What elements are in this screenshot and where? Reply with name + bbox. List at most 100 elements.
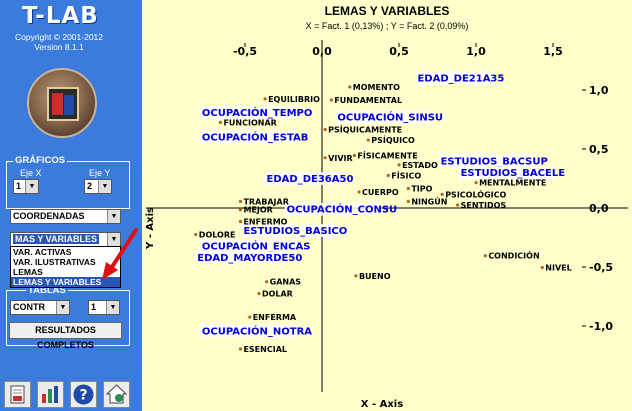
variable-label: OCUPACIÓN_ESTAB — [202, 131, 308, 144]
home-tool-button[interactable] — [103, 381, 130, 408]
graficos-title: GRÁFICOS — [13, 155, 68, 166]
lemma-label: PSÍQUICAMENTE — [328, 123, 402, 134]
variable-label-bg — [415, 71, 494, 85]
lemma-point — [540, 265, 544, 270]
eje-y-select[interactable]: 2 ▼ — [84, 179, 112, 194]
variable-label: EDAD_DE36A50 — [267, 174, 354, 185]
variable-label: ESTUDIOS_BACSUP — [441, 156, 548, 167]
variable-label: EDAD_DE21A35 — [417, 74, 504, 85]
lemma-label: DOLAR — [262, 290, 293, 299]
lemma-label: NIVEL — [545, 264, 571, 273]
lemma-point — [397, 163, 401, 167]
variable-label: ESTUDIOS_BASICO — [243, 226, 347, 237]
x-tick-label: 0,5 — [389, 45, 409, 58]
y-tick-label: 0,0 — [589, 202, 609, 215]
variable-label-bg — [264, 172, 343, 186]
tlab-emblem-icon — [27, 68, 97, 138]
lemma-point — [194, 232, 198, 237]
eje-x-select[interactable]: 1 ▼ — [13, 179, 39, 194]
y-tick-label: -1,0 — [589, 320, 613, 333]
lemma-label: MENTALMENTE — [479, 179, 546, 188]
factor-number-value: 1 — [91, 302, 97, 312]
lemma-label: EQUILIBRIO — [268, 95, 320, 104]
dropdown-option-lemas-y-variables[interactable]: LEMAS Y VARIABLES — [11, 277, 120, 287]
chevron-down-icon[interactable]: ▼ — [106, 301, 119, 314]
lemma-point — [238, 208, 243, 212]
chart-tool-button[interactable] — [37, 381, 64, 408]
lemma-label: GANAS — [270, 278, 302, 287]
x-tick-label: 1,0 — [466, 45, 486, 58]
lemma-label: FÍSICAMENTE — [357, 149, 417, 160]
save-tool-button[interactable] — [4, 381, 31, 408]
chevron-down-icon[interactable]: ▼ — [25, 180, 38, 193]
lemma-point — [238, 347, 243, 351]
variable-label: OCUPACIÓN_SINSU — [337, 111, 443, 124]
chart-title: LEMAS Y VARIABLES — [324, 4, 450, 18]
variable-label-bg — [458, 166, 556, 180]
lemma-label: DOLORE — [199, 231, 236, 240]
lemma-label: FÍSICO — [391, 170, 421, 181]
y-tick-label: 0,5 — [589, 143, 609, 156]
home-icon — [105, 384, 128, 404]
variable-label-bg — [199, 239, 297, 253]
dropdown-option-var-activas[interactable]: VAR. ACTIVAS — [13, 247, 72, 257]
coordenadas-select[interactable]: COORDENADAS ▼ — [10, 209, 121, 224]
lemas-variables-dropdown: VAR. ACTIVAS VAR. ILUSTRATIVAS LEMAS LEM… — [10, 246, 121, 288]
chevron-down-icon[interactable]: ▼ — [107, 233, 120, 246]
variable-label: OCUPACIÓN_TEMPO — [202, 106, 312, 119]
eje-y-label: Eje Y — [89, 168, 111, 178]
variable-label: OCUPACIÓN_ENCAS — [202, 239, 311, 252]
tablas-panel — [6, 290, 130, 346]
x-tick-label: 1,5 — [543, 45, 563, 58]
y-axis-label: Y - Axis — [145, 207, 156, 250]
coordenadas-value: COORDENADAS — [13, 211, 85, 221]
lemma-label: CONDICIÓN — [488, 250, 539, 261]
sidebar: T-LAB Copyright © 2001-2012 Version 8.1.… — [0, 0, 142, 411]
lemma-point — [238, 199, 243, 204]
y-tick-label: -0,5 — [589, 261, 613, 274]
chevron-down-icon[interactable]: ▼ — [107, 210, 120, 223]
red-arrow-icon — [102, 228, 138, 280]
chart-subtitle: X = Fact. 1 (0,13%) ; Y = Fact. 2 (0,09%… — [305, 21, 469, 31]
lemma-label: ESENCIAL — [243, 345, 287, 354]
variable-label: EDAD_MAYORDE50 — [197, 253, 302, 264]
variable-label: OCUPACIÓN_NOTRA — [202, 324, 312, 337]
lemma-label: ESTADO — [402, 161, 438, 170]
lemma-label: FUNCIONAR — [223, 118, 276, 127]
variable-label-bg — [438, 154, 536, 168]
lemma-point — [248, 315, 252, 319]
lemma-label: NINGÚN — [411, 195, 447, 206]
lemma-point — [263, 97, 267, 101]
lemma-point — [456, 203, 460, 207]
lemma-label: PSICOLÓGICO — [445, 188, 506, 199]
lemma-label: ENFERMO — [243, 218, 287, 227]
lemma-label: PSÍQUICO — [371, 134, 415, 145]
lemma-point — [406, 199, 410, 204]
dropdown-option-lemas[interactable]: LEMAS — [13, 267, 43, 277]
version-text: Version 8.1.1 — [34, 42, 84, 52]
variable-label-bg — [199, 105, 297, 119]
lemma-point — [483, 254, 487, 258]
x-axis-label: X - Axis — [361, 399, 403, 410]
variable-label: ESTUDIOS_BACELE — [461, 168, 566, 179]
variable-label-bg — [284, 202, 382, 216]
variable-label-bg — [335, 110, 433, 124]
help-tool-button[interactable]: ? — [70, 381, 97, 408]
chevron-down-icon[interactable]: ▼ — [56, 301, 69, 314]
lemma-point — [238, 219, 243, 224]
variable-label-bg — [241, 223, 339, 237]
tablas-title: TABLAS — [26, 285, 68, 296]
lemma-point — [323, 127, 327, 132]
resultados-completos-button[interactable]: RESULTADOS COMPLETOS — [9, 322, 122, 350]
dropdown-option-var-ilustrativas[interactable]: VAR. ILUSTRATIVAS — [13, 257, 96, 267]
lemma-label: BUENO — [359, 272, 391, 281]
lemma-label: SENTIDOS — [461, 201, 507, 210]
chevron-down-icon[interactable]: ▼ — [98, 180, 111, 193]
lemma-label: VIVIR — [328, 154, 353, 163]
lemma-label: MOMENTO — [353, 83, 400, 92]
contr-select[interactable]: CONTR ▼ — [10, 300, 70, 315]
variable-label-bg — [199, 130, 297, 144]
lemma-label: TIPO — [411, 184, 432, 193]
factor-number-select[interactable]: 1 ▼ — [88, 300, 120, 315]
